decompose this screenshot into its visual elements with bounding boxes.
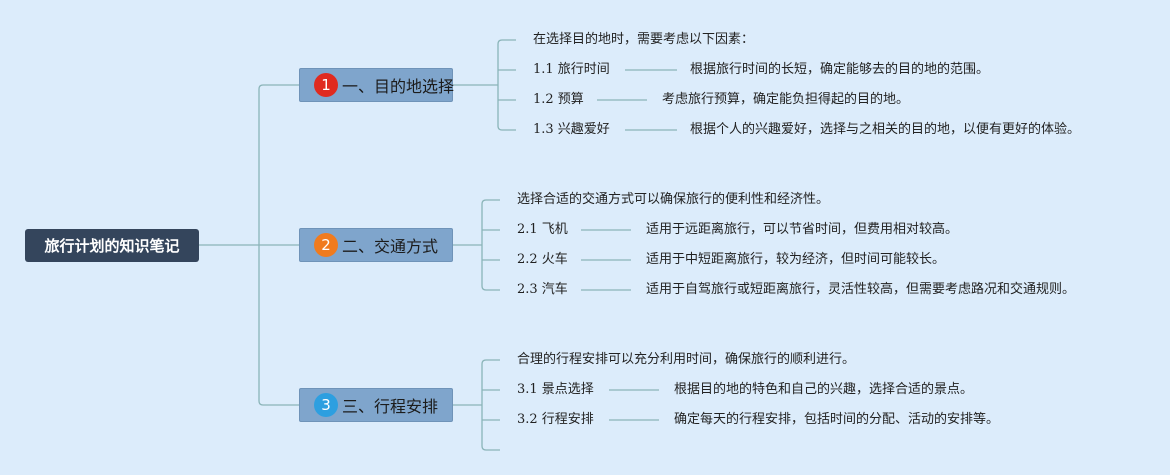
root-trunk: [258, 84, 299, 406]
branch-3-intro[interactable]: 合理的行程安排可以充分利用时间，确保旅行的顺利进行。: [517, 352, 856, 367]
branch-2-item-2-key[interactable]: 2.2 火车: [517, 252, 568, 267]
branch-1-item-1-desc[interactable]: 根据旅行时间的长短，确定能够去的目的地的范围。: [690, 62, 990, 77]
root-topic[interactable]: 旅行计划的知识笔记: [25, 229, 199, 262]
branch-1-item-2-desc[interactable]: 考虑旅行预算，确定能负担得起的目的地。: [662, 92, 910, 107]
branch-topic-label: 二、交通方式: [342, 237, 439, 256]
branch-3-item-1-desc[interactable]: 根据目的地的特色和自己的兴趣，选择合适的景点。: [674, 382, 974, 397]
branch-3-trunk: [481, 359, 500, 451]
branch-2-item-1-desc[interactable]: 适用于远距离旅行，可以节省时间，但费用相对较高。: [646, 222, 959, 237]
branch-3-item-2-key[interactable]: 3.2 行程安排: [517, 412, 594, 427]
branch-3-item-2-desc[interactable]: 确定每天的行程安排，包括时间的分配、活动的安排等。: [674, 412, 1000, 427]
branch-2-intro[interactable]: 选择合适的交通方式可以确保旅行的便利性和经济性。: [517, 192, 830, 207]
branch-2-item-2-desc[interactable]: 适用于中短距离旅行，较为经济，但时间可能较长。: [646, 252, 946, 267]
number-2-orange-circle-icon: 2: [314, 233, 338, 257]
number-1-red-circle-icon: 1: [314, 73, 338, 97]
branch-1-item-3-key[interactable]: 1.3 兴趣爱好: [533, 122, 610, 137]
branch-1-item-3-desc[interactable]: 根据个人的兴趣爱好，选择与之相关的目的地，以便有更好的体验。: [690, 122, 1081, 137]
number-3-blue-circle-icon: 3: [314, 393, 338, 417]
branch-2-item-3-desc[interactable]: 适用于自驾旅行或短距离旅行，灵活性较高，但需要考虑路况和交通规则。: [646, 282, 1076, 297]
branch-2-item-1-key[interactable]: 2.1 飞机: [517, 222, 568, 237]
branch-topic-transport[interactable]: 2 二、交通方式: [299, 228, 453, 262]
branch-topic-label: 三、行程安排: [342, 397, 439, 416]
branch-3-item-1-key[interactable]: 3.1 景点选择: [517, 382, 594, 397]
branch-2-trunk: [481, 199, 500, 291]
branch-1-trunk: [497, 39, 516, 131]
branch-1-item-2-key[interactable]: 1.2 预算: [533, 92, 584, 107]
branch-2-item-3-key[interactable]: 2.3 汽车: [517, 282, 568, 297]
branch-topic-itinerary[interactable]: 3 三、行程安排: [299, 388, 453, 422]
branch-1-intro[interactable]: 在选择目的地时，需要考虑以下因素：: [533, 32, 755, 47]
root-topic-label: 旅行计划的知识笔记: [44, 237, 180, 255]
branch-1-item-1-key[interactable]: 1.1 旅行时间: [533, 62, 610, 77]
branch-topic-label: 一、目的地选择: [342, 77, 455, 96]
branch-topic-destination[interactable]: 1 一、目的地选择: [299, 68, 455, 102]
